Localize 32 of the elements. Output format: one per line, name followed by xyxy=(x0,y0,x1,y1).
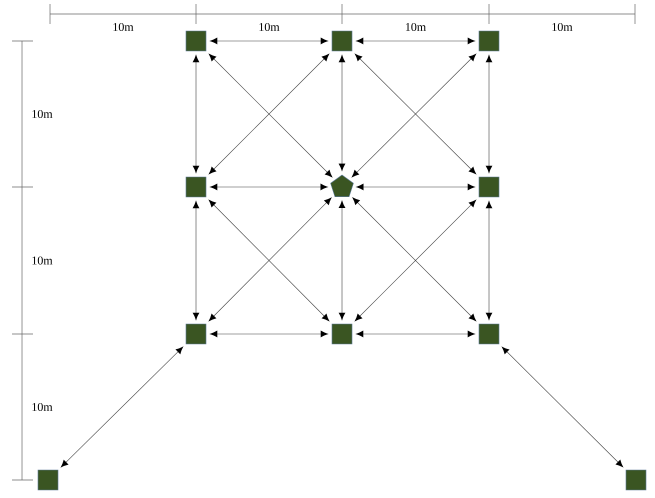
dimension-label: 10m xyxy=(32,256,52,265)
arrow xyxy=(192,201,200,320)
dimension-label: 10m xyxy=(32,402,52,412)
square-marker xyxy=(478,30,500,52)
arrow xyxy=(192,55,200,173)
square-marker xyxy=(186,30,206,52)
dimension-label: 10m xyxy=(32,110,52,118)
arrow xyxy=(210,330,328,338)
arrow xyxy=(356,330,475,338)
arrow xyxy=(338,200,346,320)
square-marker xyxy=(478,324,500,344)
arrow xyxy=(338,55,346,171)
pentagon-marker xyxy=(330,174,354,197)
arrow xyxy=(356,184,475,190)
square-marker xyxy=(186,176,206,198)
square-marker xyxy=(478,176,500,198)
arrow xyxy=(210,38,328,44)
dimension-label: 10m xyxy=(259,22,280,32)
square-marker xyxy=(332,30,352,52)
dimension-label: 10m xyxy=(406,22,426,32)
square-marker xyxy=(332,324,352,344)
arrow xyxy=(486,55,492,173)
arrow xyxy=(60,346,184,468)
square-marker xyxy=(186,324,206,344)
arrow xyxy=(502,346,624,468)
dimension-label: 10m xyxy=(552,22,572,32)
square-marker xyxy=(38,470,58,490)
arrow xyxy=(356,38,475,44)
arrow xyxy=(210,184,328,190)
dimension-label: 10m xyxy=(113,22,134,32)
square-marker xyxy=(626,470,646,490)
arrow xyxy=(486,201,492,320)
